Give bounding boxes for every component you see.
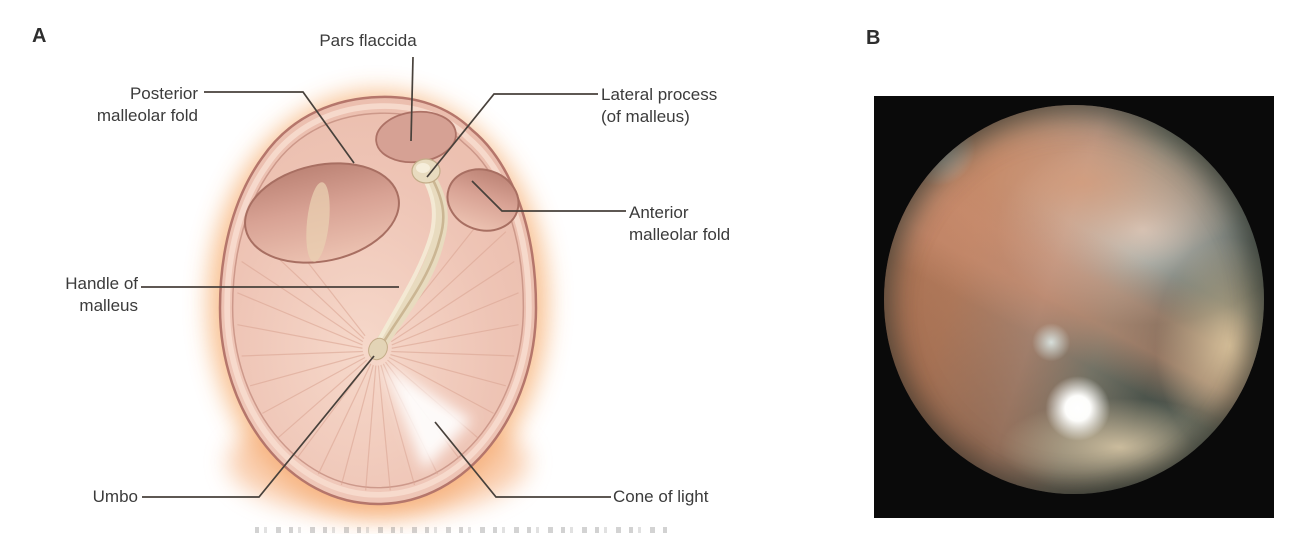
leader-cone [434, 421, 611, 498]
label-line: malleolar fold [629, 225, 731, 244]
otoscopic-photo-frame [874, 96, 1274, 518]
label-anterior-malleolar-fold: Anterior malleolar fold [629, 202, 799, 246]
label-line: Anterior [629, 203, 689, 222]
label-line: Lateral process [601, 85, 718, 104]
posterior-fold-streak [306, 182, 330, 262]
eardrum-illustration [141, 56, 626, 517]
malleus-handle-highlight [376, 174, 436, 344]
label-lateral-process: Lateral process (of malleus) [601, 84, 771, 128]
label-line: (of malleus) [601, 107, 690, 126]
malleus-handle-shadow [379, 178, 445, 348]
leader-posterior-fold [204, 91, 355, 164]
leader-lines [141, 56, 626, 498]
label-line: malleolar fold [96, 106, 198, 125]
label-handle-of-malleus: Handle of malleus [26, 273, 138, 317]
label-posterior-malleolar-fold: Posterior malleolar fold [34, 83, 198, 127]
label-umbo: Umbo [92, 487, 138, 506]
cone-of-light-highlight [383, 364, 472, 470]
panel-a-letter: A [32, 25, 47, 47]
umbo-tip [368, 337, 388, 361]
leader-umbo [142, 355, 375, 498]
otoscopic-photo-circle [884, 105, 1264, 494]
clipped-caption-fragment [255, 527, 670, 533]
lateral-process-knob-highlight [416, 163, 430, 173]
label-line: Handle of [65, 274, 138, 293]
label-line: Posterior [129, 84, 198, 103]
label-pars-flaccida: Pars flaccida [319, 31, 417, 50]
leader-lateral-process [426, 93, 598, 178]
label-cone-of-light: Cone of light [613, 487, 709, 506]
leader-anterior-fold [471, 180, 626, 212]
label-line: malleus [79, 296, 138, 315]
annulus-pale-band [224, 103, 532, 498]
radial-striations [237, 203, 519, 491]
annulus-inner-line [231, 112, 525, 489]
panel-b-letter: B [866, 27, 881, 49]
leader-pars-flaccida [410, 56, 414, 142]
